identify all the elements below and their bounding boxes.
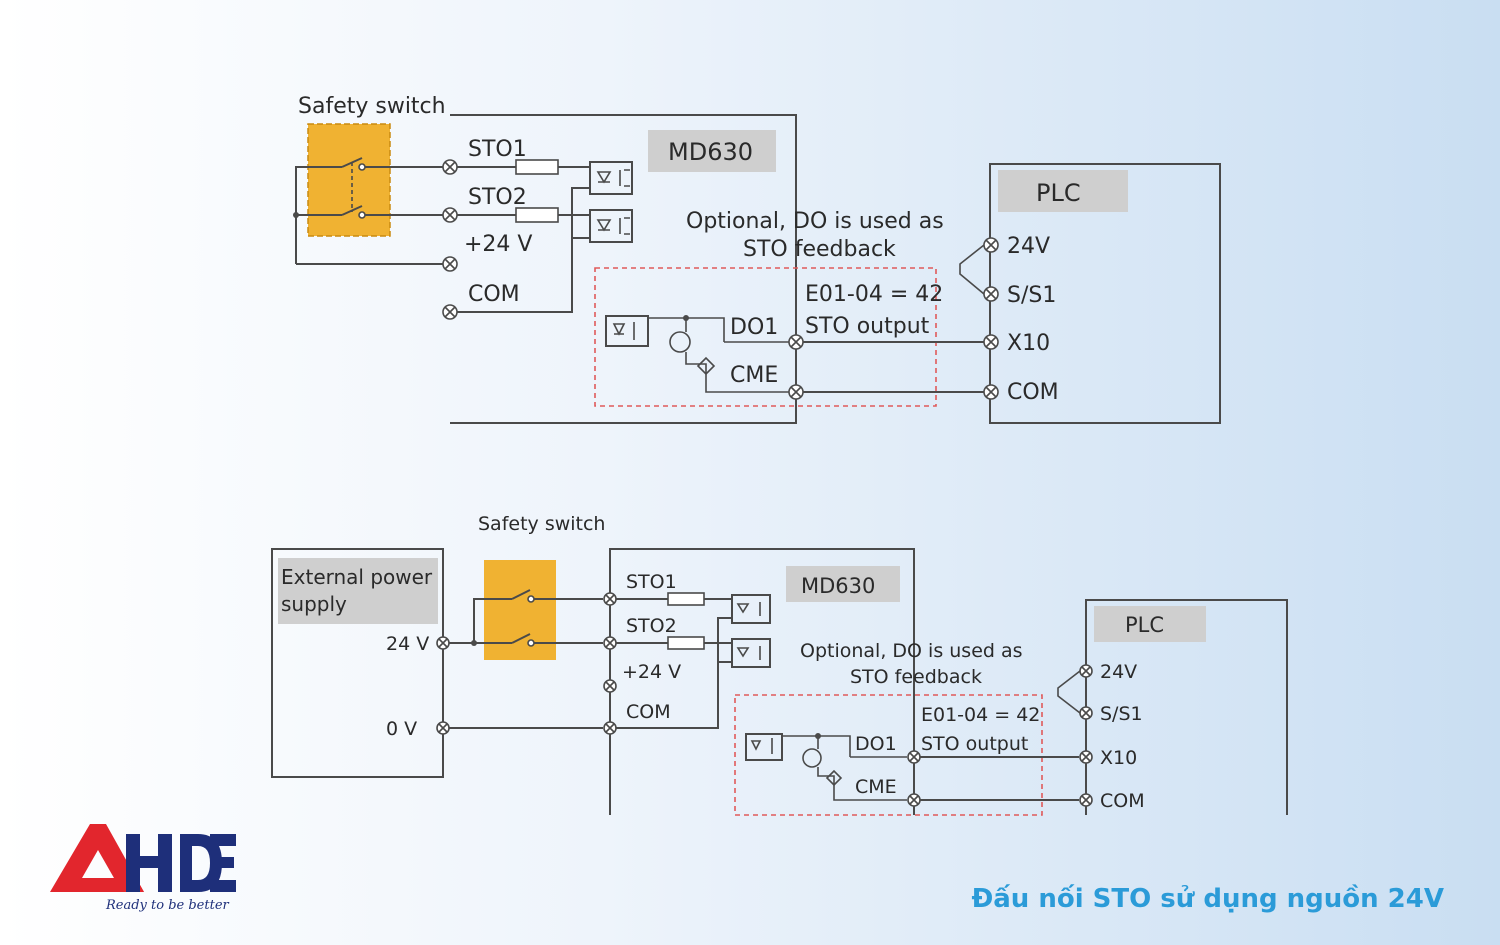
plc-terminals-bottom [1057, 664, 1093, 807]
plc-ss1-label: S/S1 [1007, 283, 1056, 308]
sto1-optocoupler-icon-2 [731, 594, 771, 624]
cme-label: CME [730, 363, 778, 388]
plc-label-bg [998, 170, 1128, 212]
sto1-resistor [515, 159, 559, 175]
md630-left-terminals [442, 159, 458, 320]
plc-terminals-top [959, 237, 999, 400]
do1-label-2: DO1 [855, 733, 897, 755]
plc-24v-label: 24V [1007, 234, 1050, 259]
plc-label: PLC [1036, 179, 1081, 207]
sto-resistor-wires [457, 166, 590, 216]
sto1-label: STO1 [468, 137, 527, 162]
v0-label: 0 V [386, 718, 417, 740]
opto-com-wire-2 [616, 617, 732, 729]
optional-text-2-2: STO feedback [850, 666, 982, 688]
md630-box-top [450, 114, 797, 424]
sto-feedback-region-2 [734, 694, 1043, 816]
opto-com-wire [457, 187, 590, 313]
optional-text-2: STO feedback [743, 237, 896, 262]
md630-label: MD630 [668, 138, 753, 166]
com-label-2: COM [626, 701, 671, 723]
ahde-logo [50, 824, 236, 892]
external-power-box [271, 548, 444, 778]
switch-contacts-2 [511, 589, 531, 644]
plc-com-label-2: COM [1100, 790, 1145, 812]
sto-output-label-2: STO output [921, 733, 1028, 755]
do-optocoupler-icon [605, 315, 649, 347]
md630-label-2: MD630 [801, 574, 875, 598]
do-wires [648, 317, 790, 393]
sto-feedback-region [594, 267, 937, 407]
do1-label: DO1 [730, 315, 778, 340]
md630-label-bg [648, 130, 776, 172]
plc-24v-label-2: 24V [1100, 661, 1137, 683]
bottom-diagram: Safety switch External power supply 24 V… [271, 513, 1288, 816]
plus24-label: +24 V [464, 232, 532, 257]
logo-e-shape [210, 834, 236, 846]
plc-feedback-wires-2 [920, 756, 1079, 801]
do-transistor-icon-2 [802, 748, 822, 768]
sto-wires-2 [534, 598, 603, 644]
plus24-label-2: +24 V [622, 661, 681, 683]
sto2-label-2: STO2 [626, 615, 677, 637]
plc-x10-label: X10 [1007, 331, 1050, 356]
plc-feedback-wires [803, 341, 984, 393]
power-to-switch-wire [449, 598, 512, 644]
logo-d-shape [180, 834, 222, 892]
v24-label: 24 V [386, 633, 429, 655]
external-power-label-1: External power [281, 565, 433, 589]
sto-resistor-wires-2 [616, 598, 732, 644]
param-label: E01-04 = 42 [805, 282, 943, 307]
sto-wires [365, 166, 450, 216]
md630-left-terminals-2 [603, 592, 617, 735]
sto2-resistor-2 [667, 636, 705, 650]
safety-switch-icon [307, 123, 391, 237]
optional-text-1: Optional, DO is used as [686, 209, 944, 234]
sto-output-label: STO output [805, 314, 930, 339]
sto1-optocoupler-icon [589, 161, 633, 195]
plc-com-label: COM [1007, 380, 1059, 405]
com-label: COM [468, 282, 520, 307]
sto1-label-2: STO1 [626, 571, 677, 593]
plc-x10-label-2: X10 [1100, 747, 1137, 769]
caption: Đấu nối STO sử dụng nguồn 24V [971, 884, 1444, 914]
safety-switch-label-2: Safety switch [478, 513, 605, 535]
do-transistor-icon [669, 331, 691, 353]
switch-loop-wire [295, 166, 450, 265]
top-diagram: MD630 PLC Safety switch STO1 STO2 +24 V … [293, 94, 1221, 424]
do-optocoupler-icon-2 [745, 733, 783, 761]
sto2-optocoupler-icon [589, 209, 633, 243]
sto2-resistor [515, 207, 559, 223]
md630-label-bg-2 [786, 566, 900, 602]
safety-switch-icon-2 [484, 560, 556, 660]
optional-text-1-2: Optional, DO is used as [800, 640, 1023, 662]
plc-ss1-label-2: S/S1 [1100, 703, 1143, 725]
safety-switch-label: Safety switch [298, 94, 446, 119]
logo-slogan: Ready to be better [106, 898, 229, 913]
sto1-resistor-2 [667, 592, 705, 606]
sto2-optocoupler-icon-2 [731, 638, 771, 668]
external-power-label-bg [278, 558, 438, 624]
logo-a-shape [50, 824, 144, 892]
external-power-label-2: supply [281, 592, 347, 616]
sto2-label: STO2 [468, 185, 527, 210]
param-label-2: E01-04 = 42 [921, 704, 1040, 726]
do-wires-2 [782, 735, 907, 801]
plc-label-bg-2 [1094, 606, 1206, 642]
cme-label-2: CME [855, 776, 897, 798]
plc-label-2: PLC [1125, 613, 1164, 637]
